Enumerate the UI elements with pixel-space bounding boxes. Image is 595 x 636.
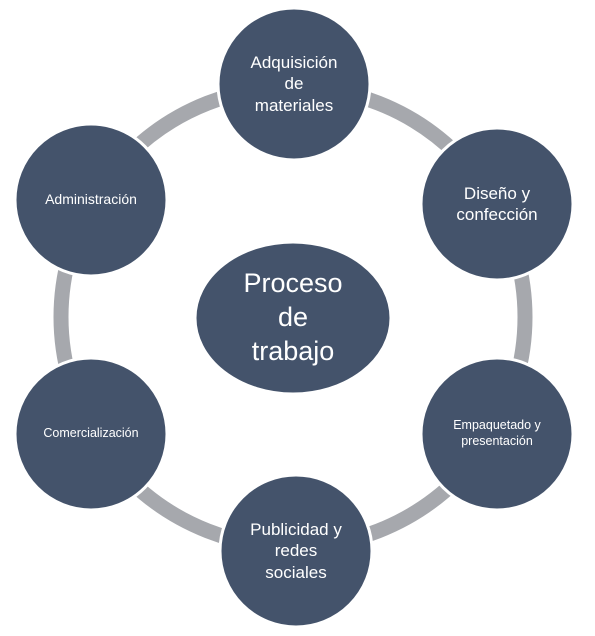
step-circle-administration (13, 122, 169, 278)
center-label: Proceso de trabajo (243, 268, 343, 366)
step-label-administration: Administración (45, 191, 137, 208)
step-label-design: Diseño y confección (456, 183, 538, 224)
step-label-advertising: Publicidad y redes sociales (250, 520, 342, 582)
step-circle-design (419, 126, 575, 282)
step-circle-advertising (218, 473, 374, 629)
step-circle-materials (216, 6, 372, 162)
center-circle (193, 240, 393, 396)
step-label-packaging: Empaquetado y presentación (453, 418, 541, 448)
step-circle-packaging (419, 356, 575, 512)
step-circle-commercialization (13, 356, 169, 512)
step-label-commercialization: Comercialización (43, 426, 139, 441)
step-label-materials: Adquisición de materiales (250, 53, 338, 115)
